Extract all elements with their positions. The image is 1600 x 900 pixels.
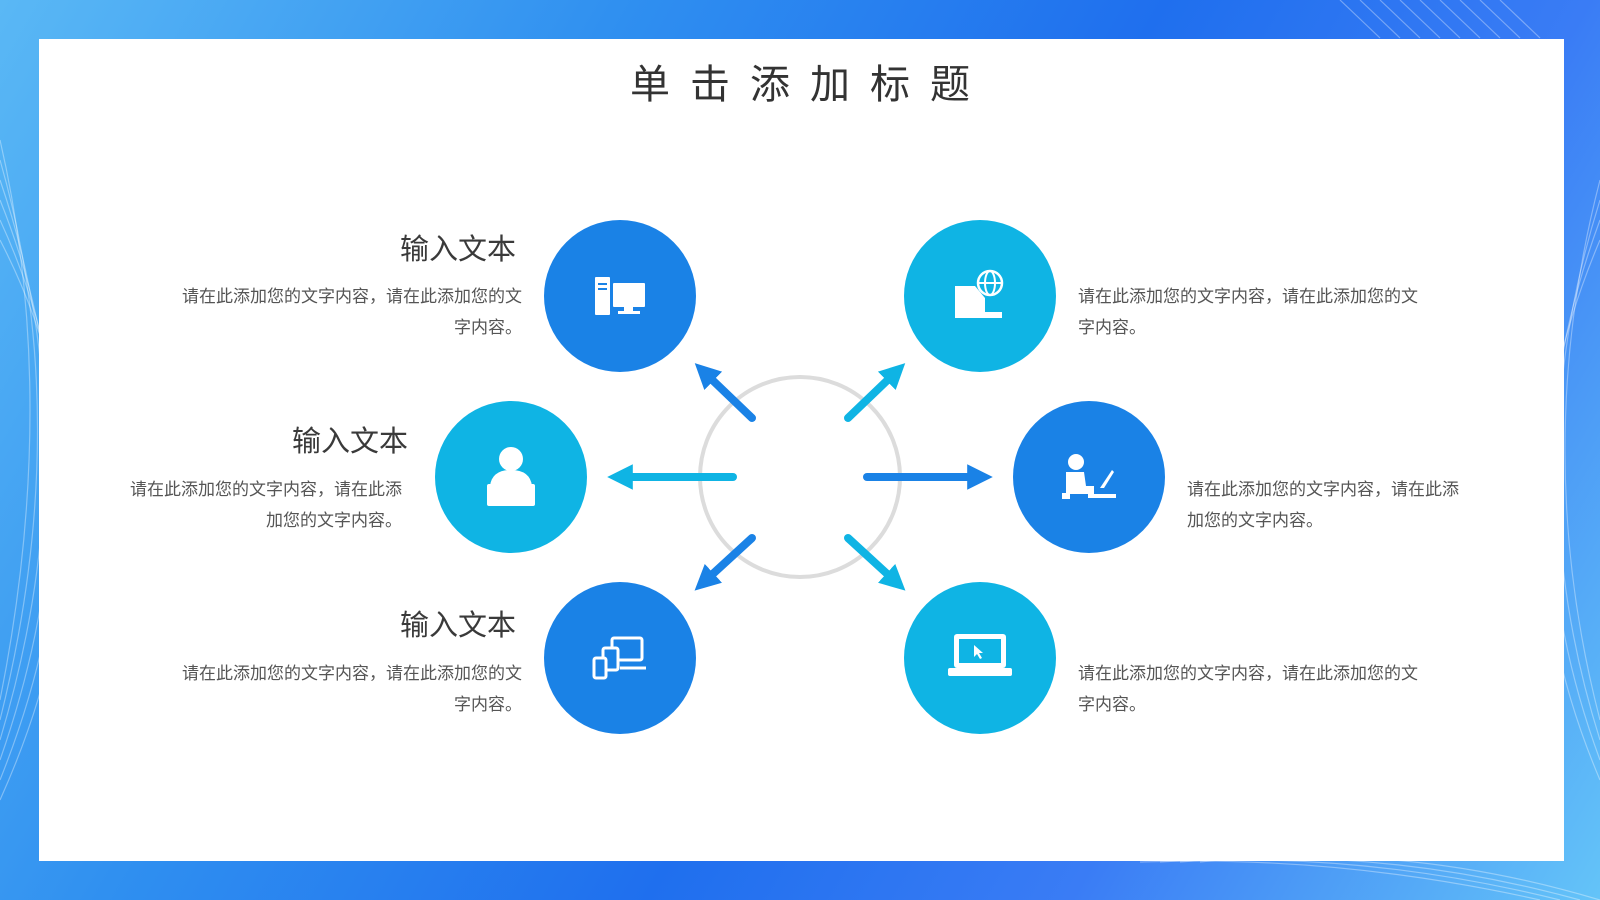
desc-mid-right[interactable]: 请在此添加您的文字内容，请在此添加您的文字内容。 [1187, 480, 1459, 531]
person-at-desk-icon [1062, 454, 1116, 499]
heading-top-left[interactable]: 输入文本 [400, 232, 517, 266]
desc-bottom-right[interactable]: 请在此添加您的文字内容，请在此添加您的文字内容。 [1078, 664, 1418, 715]
desc-top-right[interactable]: 请在此添加您的文字内容，请在此添加您的文字内容。 [1078, 287, 1418, 338]
page-title[interactable]: 单击添加标题 [630, 62, 990, 108]
desc-bottom-left[interactable]: 请在此添加您的文字内容，请在此添加您的文字内容。 [182, 664, 522, 715]
user-laptop-icon [487, 447, 535, 506]
desc-top-left[interactable]: 请在此添加您的文字内容，请在此添加您的文字内容。 [182, 287, 522, 338]
laptop-cursor-icon [948, 634, 1012, 676]
arrow-top-left [694, 363, 756, 422]
content-card [39, 39, 1564, 861]
arrow-top-right [844, 363, 906, 422]
globe-laptop-icon [955, 269, 1004, 318]
desktop-computer-icon [595, 277, 645, 315]
node-bottom-left[interactable] [544, 582, 696, 734]
desc-mid-left[interactable]: 请在此添加您的文字内容，请在此添加您的文字内容。 [130, 480, 402, 531]
node-mid-right[interactable] [1013, 401, 1165, 553]
heading-bottom-left[interactable]: 输入文本 [400, 608, 517, 642]
arrow-bottom-left [694, 534, 756, 591]
arrow-bottom-right [844, 534, 906, 591]
multi-device-icon [592, 636, 646, 680]
heading-mid-left[interactable]: 输入文本 [292, 424, 409, 458]
